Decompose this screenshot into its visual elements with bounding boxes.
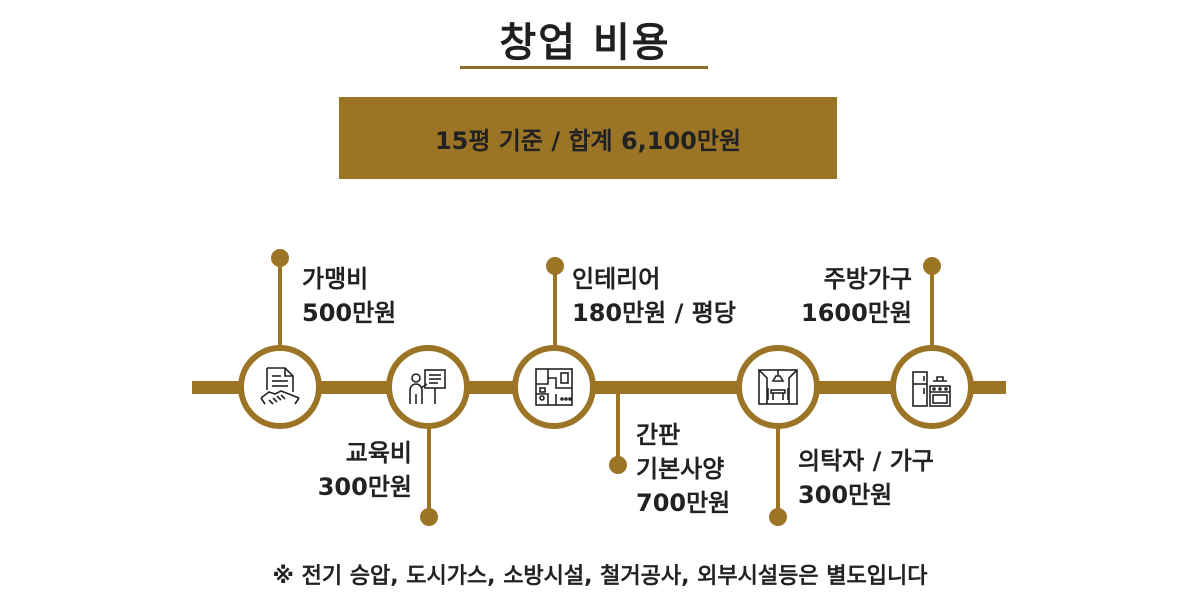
label-interior: 인테리어 180만원 / 평당	[572, 262, 736, 330]
kitchen-appliances-icon	[912, 371, 951, 407]
item-name: 간판	[636, 421, 681, 449]
dot-signboard	[609, 456, 627, 474]
stem-franchise	[278, 258, 282, 350]
dot-interior	[546, 257, 564, 275]
banner-text: 15평 기준 / 합계 6,100만원	[434, 126, 742, 155]
item-name: 인테리어	[572, 265, 661, 293]
dot-education	[420, 508, 438, 526]
item-cost: 180만원 / 평당	[572, 299, 736, 327]
item-cost: 300만원	[798, 481, 893, 509]
label-education: 교육비 300만원	[300, 436, 412, 504]
stem-table	[776, 424, 780, 516]
dot-kitchen	[923, 257, 941, 275]
node-dining	[736, 345, 820, 429]
label-franchise: 가맹비 500만원	[302, 262, 396, 330]
total-cost-banner: 15평 기준 / 합계 6,100만원	[339, 97, 837, 179]
floor-plan-icon	[535, 368, 573, 406]
label-table: 의탁자 / 가구 300만원	[798, 444, 934, 512]
stem-signboard	[616, 392, 620, 464]
page-title: 창업 비용	[499, 20, 671, 66]
footnote: ※ 전기 승압, 도시가스, 소방시설, 철거공사, 외부시설등은 별도입니다	[272, 564, 928, 589]
node-franchise	[238, 345, 322, 429]
label-signboard: 간판 기본사양 700만원	[636, 418, 730, 520]
dining-room-icon	[758, 369, 798, 405]
presentation-icon	[409, 369, 446, 404]
item-cost: 700만원	[636, 489, 731, 517]
title-underline	[460, 66, 708, 69]
handshake-contract-icon	[260, 367, 300, 405]
item-cost: 300만원	[317, 473, 412, 501]
item-name: 의탁자 / 가구	[798, 447, 934, 475]
item-name-sub: 기본사양	[636, 455, 725, 483]
item-cost: 1600만원	[801, 299, 912, 327]
item-cost: 500만원	[302, 299, 397, 327]
item-name: 가맹비	[302, 265, 369, 293]
stem-interior	[553, 268, 557, 352]
stem-kitchen	[930, 268, 934, 352]
dot-franchise	[271, 249, 289, 267]
dot-table	[769, 508, 787, 526]
item-name: 주방가구	[823, 265, 912, 293]
node-kitchen	[890, 345, 974, 429]
label-kitchen: 주방가구 1600만원	[760, 262, 912, 330]
node-education	[386, 345, 470, 429]
node-interior	[512, 345, 596, 429]
stem-education	[427, 424, 431, 516]
item-name: 교육비	[345, 439, 412, 467]
